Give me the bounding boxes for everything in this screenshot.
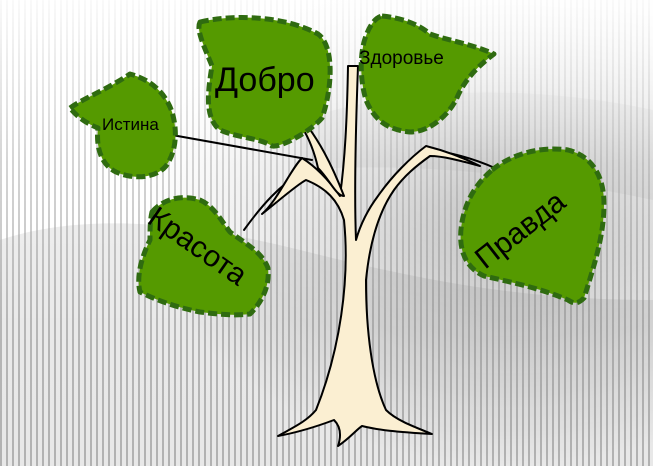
leaf-dobro — [196, 15, 333, 149]
leaf-zdorovye — [358, 13, 497, 135]
branch-to-istina — [171, 134, 313, 161]
label-istina: Истина — [102, 115, 159, 134]
tree-trunk — [261, 65, 481, 447]
trunk-branch-left — [299, 123, 345, 197]
label-dobro: Добро — [215, 61, 315, 99]
label-zdorovye: Здоровье — [359, 48, 444, 69]
leaves — [67, 13, 607, 318]
leaf-pravda — [458, 146, 607, 306]
leaf-istina — [67, 71, 178, 180]
leaf-krasota — [136, 195, 271, 318]
